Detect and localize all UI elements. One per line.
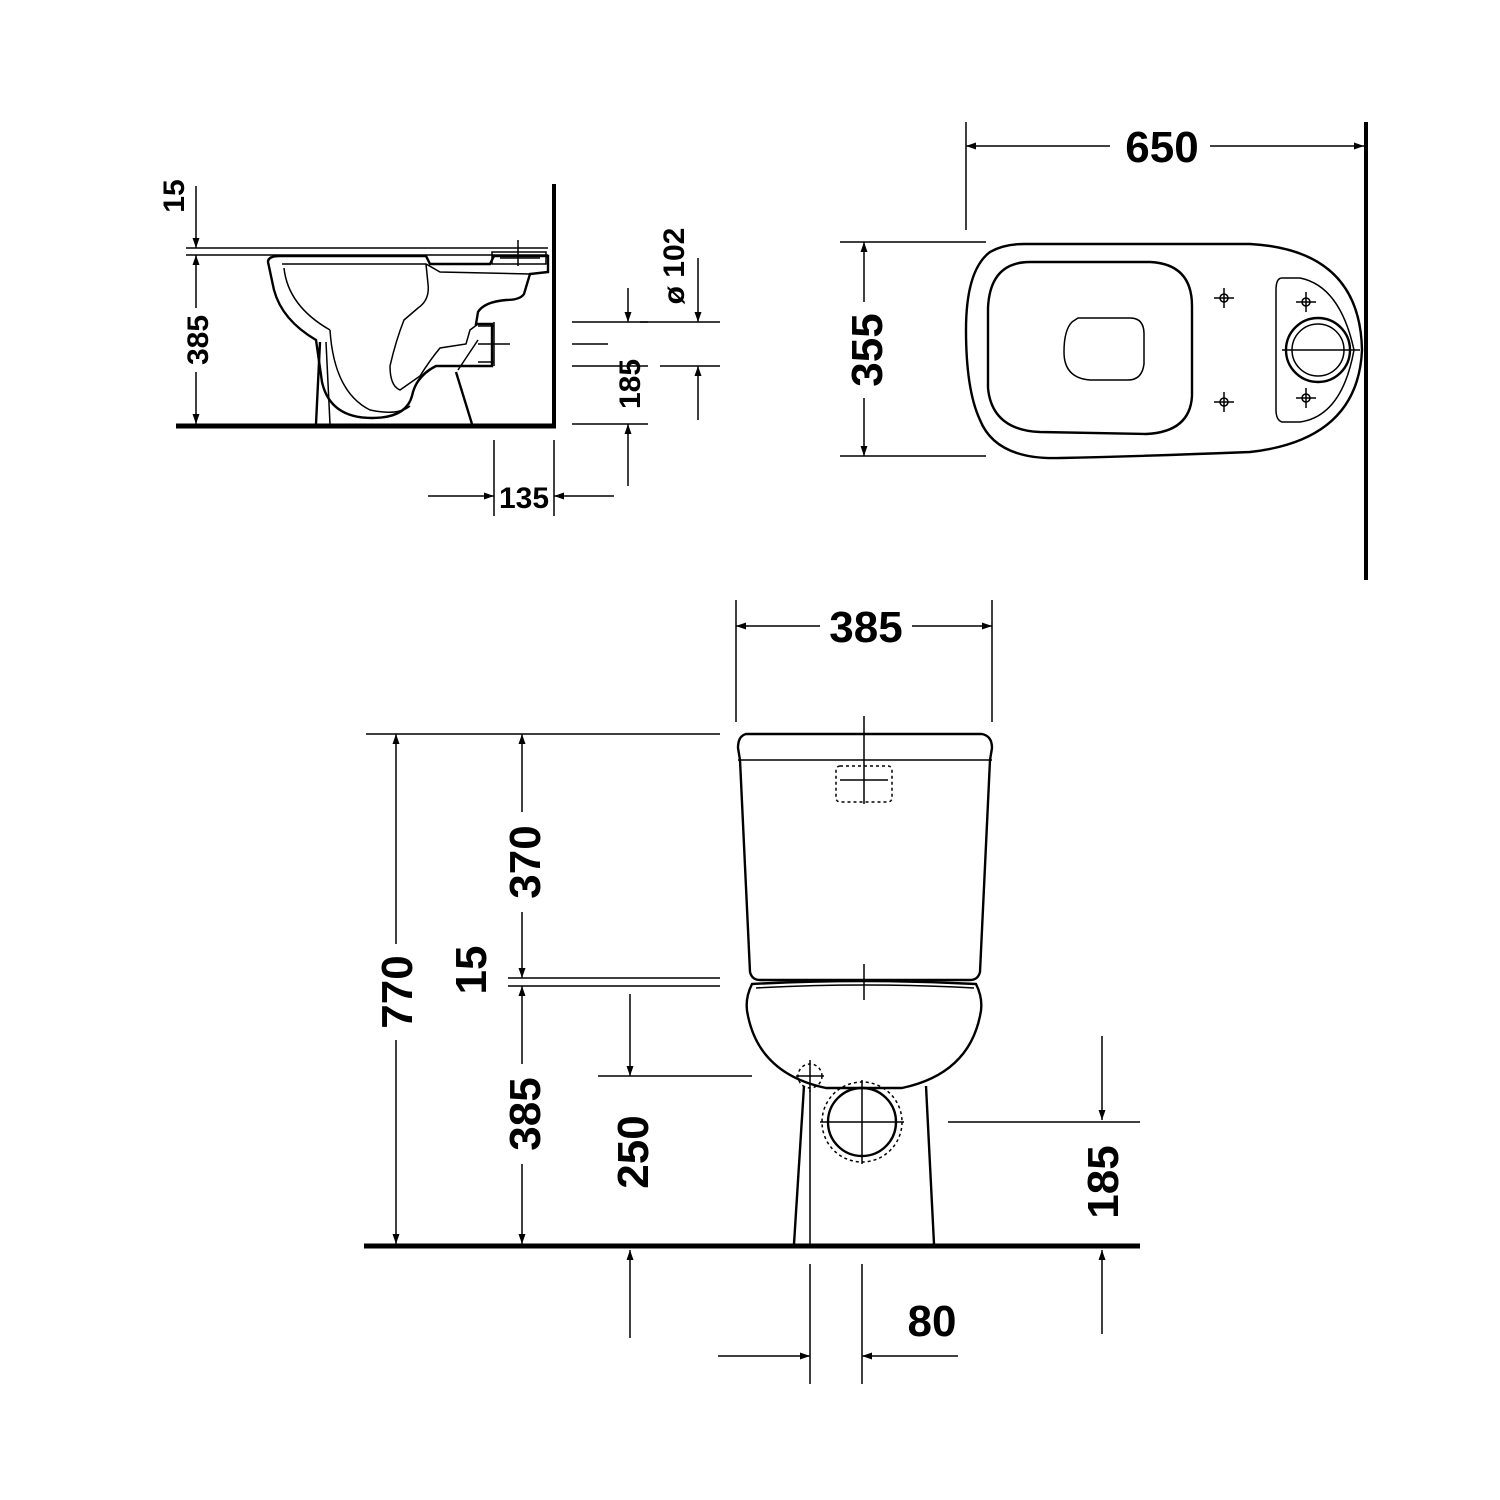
dim-side-135-label: 135 — [499, 482, 549, 515]
top-seat-outline — [986, 260, 1194, 436]
front-cistern-outline — [736, 732, 994, 982]
top-cistern-outline — [1275, 277, 1355, 423]
dim-side-15-label: 15 — [158, 179, 191, 212]
dim-front-80-label: 80 — [908, 1297, 957, 1346]
side-view: 15 385 185 ø 102 135 — [158, 179, 720, 516]
dim-side-185-label: 185 — [614, 359, 647, 409]
top-view: 650 355 — [840, 122, 1368, 580]
dim-front-385h-label: 385 — [501, 1077, 550, 1150]
side-bowl-outline — [266, 240, 550, 425]
top-outer-outline — [964, 242, 1364, 460]
dim-side-102-label: ø 102 — [658, 228, 691, 305]
dim-top-650-label: 650 — [1125, 123, 1198, 172]
dim-front-15-label: 15 — [447, 946, 496, 995]
front-bowl-outline — [745, 979, 983, 1090]
front-view: 385 770 370 15 385 250 185 80 — [364, 600, 1140, 1384]
dim-front-770-label: 770 — [373, 955, 422, 1028]
top-inner-shape — [1063, 317, 1145, 381]
dim-front-385w-label: 385 — [829, 603, 902, 652]
dim-top-355-label: 355 — [843, 313, 892, 386]
top-fixing-points — [1214, 288, 1360, 412]
dim-front-250-label: 250 — [609, 1115, 658, 1188]
dim-side-385-label: 385 — [182, 315, 215, 365]
dim-front-370-label: 370 — [501, 825, 550, 898]
dim-front-185-label: 185 — [1079, 1145, 1128, 1218]
